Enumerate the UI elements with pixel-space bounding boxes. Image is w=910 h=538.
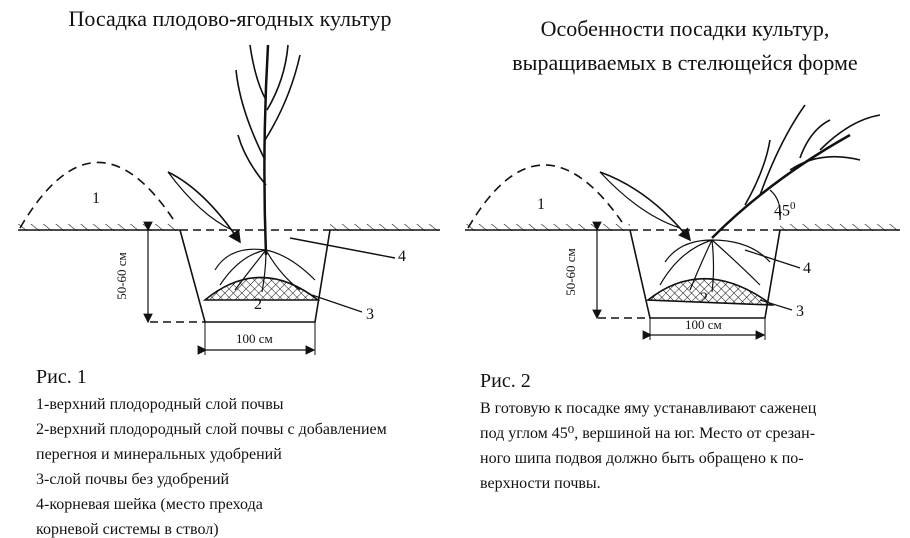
figure2-label-2: 2	[700, 290, 708, 307]
figure2-title-line2: выращиваемых в стелющейся форме	[512, 50, 858, 75]
figure1-label-1: 1	[92, 190, 100, 207]
figure2-depth: 50-60 см	[562, 248, 578, 296]
figure1-caption: Рис. 1	[36, 366, 87, 388]
figure2-text: В готовую к посадке яму устанавливают са…	[480, 396, 816, 496]
legend-item: 1-верхний плодородный слой почвы	[36, 396, 284, 413]
legend-item: перегноя и минеральных удобрений	[36, 446, 282, 463]
figure1-depth: 50-60 см	[113, 252, 129, 300]
figure2-caption: Рис. 2	[480, 370, 531, 392]
figure2-label-4: 4	[803, 260, 811, 277]
angle-degree: 0	[790, 200, 796, 212]
legend-item: 3-слой почвы без удобрений	[36, 471, 230, 488]
legend-item: 2-верхний плодородный слой почвы с добав…	[36, 421, 387, 438]
figure2-title-line1: Особенности посадки культур,	[540, 16, 830, 41]
text-line: В готовую к посадке яму устанавливают са…	[480, 400, 817, 417]
text-line: верхности почвы.	[480, 475, 601, 492]
figure1-label-2: 2	[254, 296, 262, 313]
legend-item: 4-корневая шейка (место прехода	[36, 496, 263, 513]
figure2-label-1: 1	[537, 196, 545, 213]
figure2-width: 100 см	[685, 317, 722, 332]
figure1-label-4: 4	[398, 248, 406, 265]
text-line: под углом 45⁰, вершиной на юг. Место от …	[480, 425, 816, 442]
figure2-title: Особенности посадки культур, выращиваемы…	[470, 12, 900, 80]
angle-value: 45	[774, 202, 790, 220]
figure1-label-3: 3	[366, 306, 374, 323]
figure2-drawing	[465, 104, 900, 340]
figure1-drawing	[18, 44, 440, 355]
figure1-title: Посадка плодово-ягодных культур	[68, 6, 392, 31]
figure1-legend: 1-верхний плодородный слой почвы 2-верхн…	[36, 392, 387, 538]
text-line: ного шипа подвоя должно быть обращено к …	[480, 450, 804, 467]
figure1-width: 100 см	[236, 331, 273, 346]
legend-item: корневой системы в ствол)	[36, 521, 219, 538]
figure2-label-3: 3	[796, 303, 804, 320]
figure2-angle: 450	[774, 200, 796, 220]
